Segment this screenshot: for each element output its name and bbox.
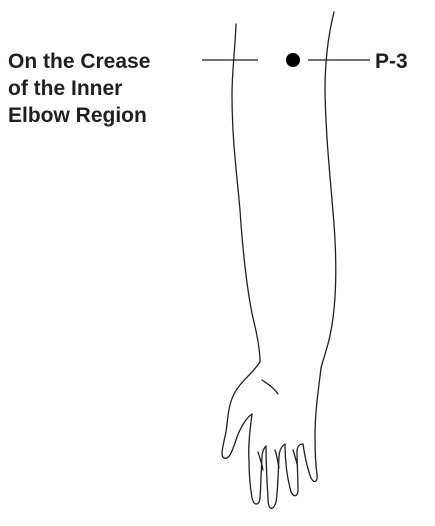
location-label-line-2: of the Inner [8,75,150,102]
palm-outline [249,414,252,460]
arm-outline-right [321,12,336,368]
palm-crease [262,380,278,394]
location-label-line-1: On the Crease [8,48,150,75]
point-label: P-3 [375,48,408,75]
finger-little-outline [303,368,321,481]
arm-outline-left [232,24,260,362]
thumb-outline [222,362,260,458]
location-label-line-3: Elbow Region [8,102,150,129]
acupoint-p3-dot [286,53,300,67]
location-label: On the Crease of the Inner Elbow Region [8,48,150,129]
finger-index-outline [249,446,266,504]
